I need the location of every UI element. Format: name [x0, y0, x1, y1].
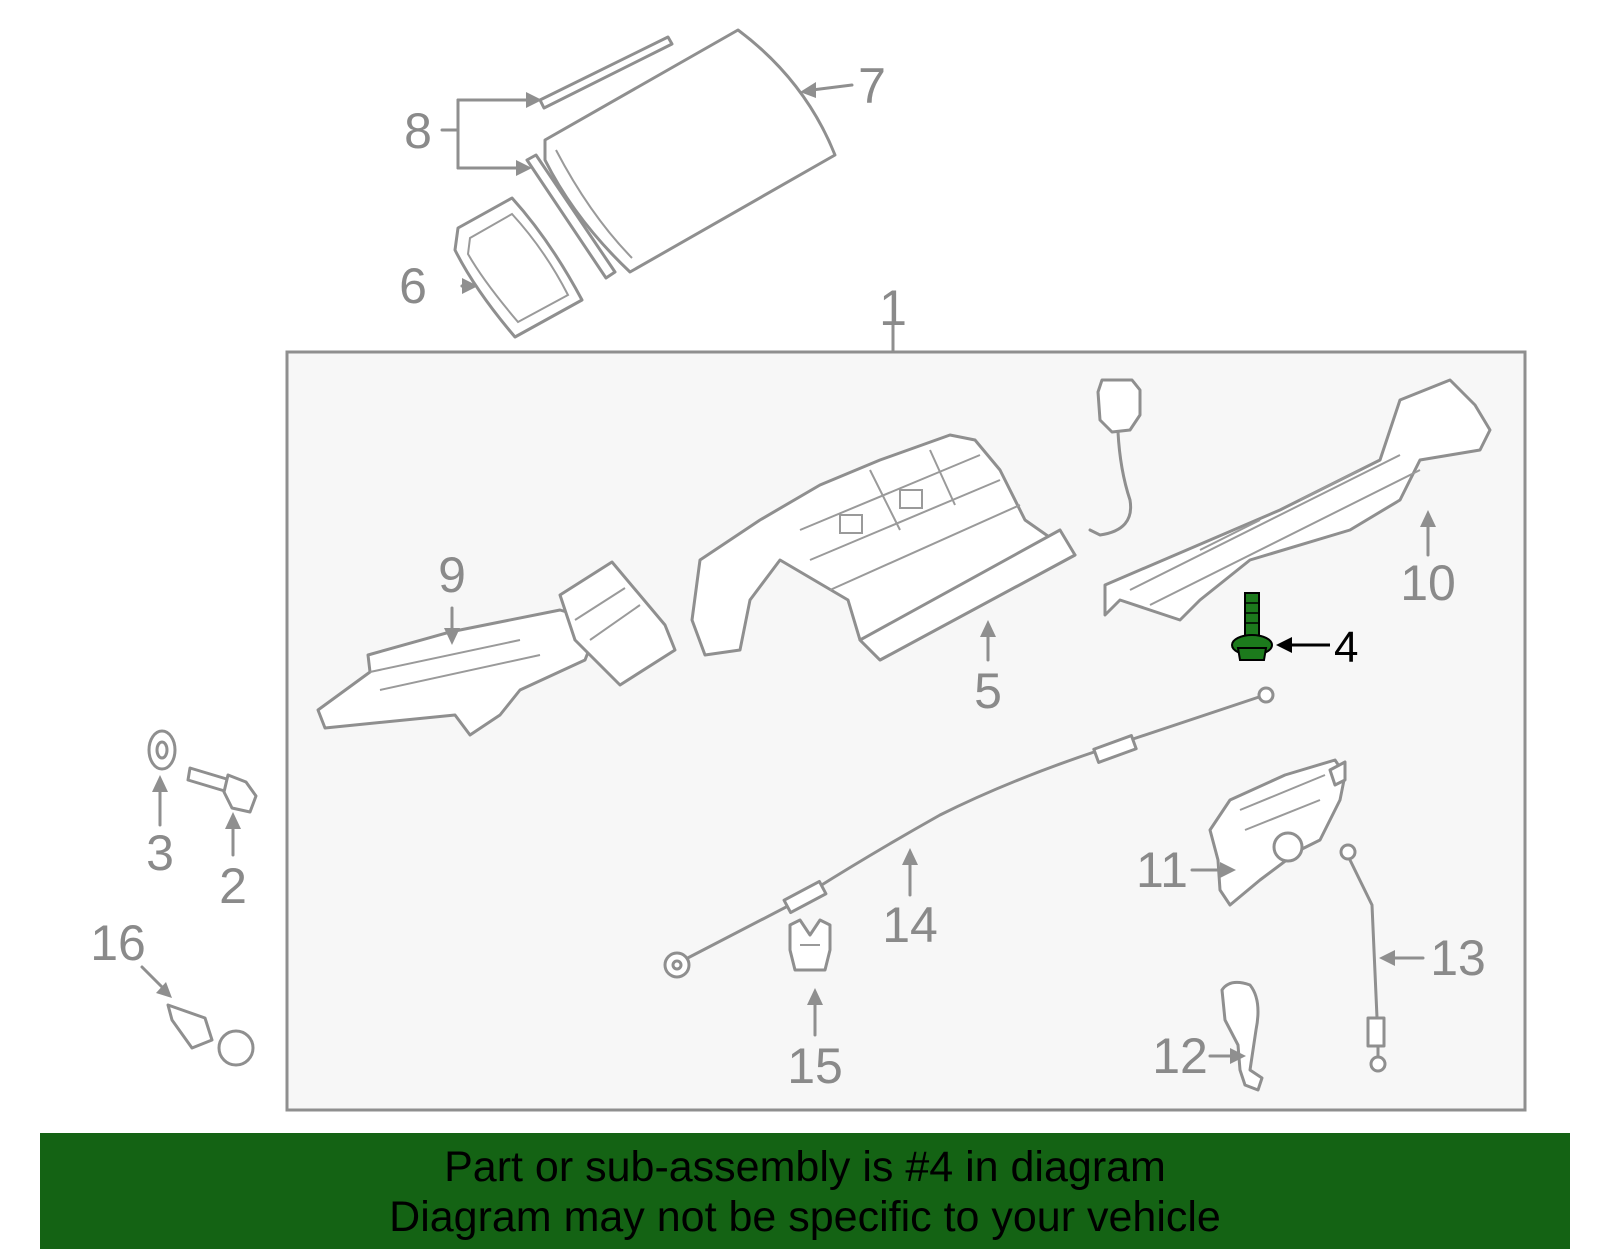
- callout-14: 14: [882, 897, 938, 953]
- part-8-seal[interactable]: [525, 35, 674, 280]
- part-13-rod[interactable]: [1339, 843, 1387, 1073]
- callout-12: 12: [1152, 1028, 1208, 1084]
- part-5-column-housing[interactable]: [690, 433, 1077, 662]
- part-15-clip[interactable]: [788, 918, 832, 972]
- callout-10: 10: [1400, 555, 1456, 611]
- bolt-shank: [1244, 592, 1260, 640]
- callout-1: 1: [879, 280, 907, 336]
- part-16-ball-stud[interactable]: [166, 1003, 255, 1067]
- callout-9: 9: [438, 547, 466, 603]
- callout-5: 5: [974, 663, 1002, 719]
- part-6-bezel[interactable]: [453, 196, 584, 339]
- callout-2: 2: [219, 858, 247, 914]
- part-12-handle[interactable]: [1220, 980, 1264, 1092]
- connector-wire: [1088, 378, 1142, 537]
- callout-8: 8: [404, 103, 432, 159]
- part-4-bolt-highlighted[interactable]: [1231, 592, 1273, 661]
- part-10-upper-bracket[interactable]: [1103, 378, 1492, 622]
- part-9-bracket[interactable]: [316, 560, 677, 737]
- part-3-washer[interactable]: [147, 729, 177, 771]
- callout-11: 11: [1136, 842, 1188, 898]
- part-2-bolt[interactable]: [186, 766, 258, 814]
- callout-13: 13: [1430, 930, 1486, 986]
- callout-3: 3: [146, 825, 174, 881]
- part-7-cover[interactable]: [543, 28, 837, 274]
- leader-lines: [140, 82, 1436, 1064]
- bolt-head: [1236, 647, 1268, 661]
- callout-7: 7: [858, 58, 886, 114]
- banner-line-1: Part or sub-assembly is #4 in diagram: [444, 1143, 1166, 1191]
- callout-6: 6: [399, 258, 427, 314]
- callout-15: 15: [787, 1038, 843, 1094]
- banner-line-2: Diagram may not be specific to your vehi…: [389, 1193, 1221, 1241]
- part-14-cable[interactable]: [663, 686, 1275, 979]
- part-11-lock-actuator[interactable]: [1208, 758, 1347, 907]
- callout-16: 16: [90, 915, 146, 971]
- callout-4[interactable]: 4: [1334, 623, 1358, 672]
- info-banner: Part or sub-assembly is #4 in diagram Di…: [40, 1133, 1570, 1249]
